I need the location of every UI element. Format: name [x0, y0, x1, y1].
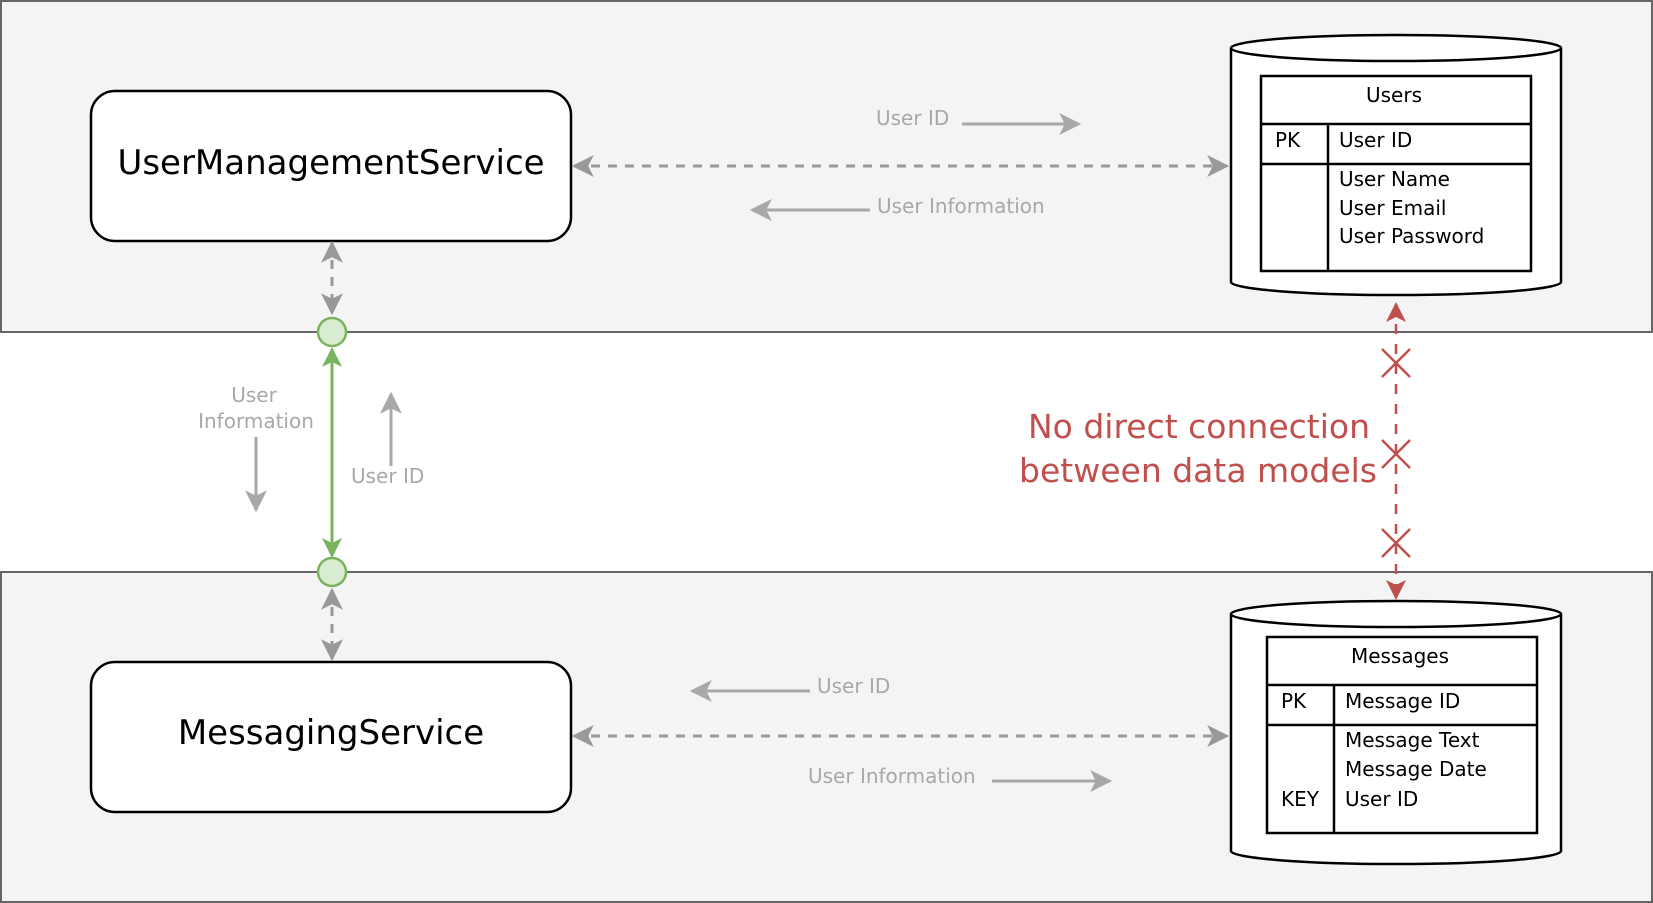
messages-database: Messages PK Message ID Message Text Mess…: [1229, 599, 1563, 866]
messages-key-label: KEY: [1281, 787, 1320, 811]
users-field: User Name: [1339, 167, 1450, 191]
users-database: Users PK User ID User Name User Email Us…: [1229, 33, 1563, 297]
top-user-id-label: User ID: [876, 106, 949, 130]
top-user-information-label: User Information: [877, 194, 1045, 218]
messaging-service-label: MessagingService: [178, 713, 484, 753]
messages-field: Message Text: [1345, 728, 1480, 752]
users-pk-field: User ID: [1339, 128, 1412, 152]
bottom-user-information-label: User Information: [808, 764, 976, 788]
blocked-x-icon: [1381, 528, 1411, 558]
user-management-service-label: UserManagementService: [117, 143, 544, 183]
messages-field: User ID: [1345, 787, 1418, 811]
warning-line-2: between data models: [1019, 451, 1377, 490]
mid-user-information-label-line1: User: [231, 383, 277, 407]
users-pk-label: PK: [1275, 128, 1301, 152]
user-service-api-node: [316, 316, 348, 348]
blocked-x-icon: [1381, 439, 1411, 469]
bottom-user-id-label: User ID: [817, 674, 890, 698]
messages-pk-field: Message ID: [1345, 689, 1460, 713]
mid-user-id-label: User ID: [351, 464, 424, 488]
blocked-x-icon: [1381, 348, 1411, 378]
messaging-service-api-node: [316, 556, 348, 588]
messaging-service-box: [89, 660, 573, 814]
warning-line-1: No direct connection: [1028, 407, 1370, 446]
users-table-title: Users: [1366, 83, 1422, 107]
messages-table-title: Messages: [1351, 644, 1449, 668]
messages-pk-label: PK: [1281, 689, 1307, 713]
users-field: User Password: [1339, 224, 1484, 248]
messages-field: Message Date: [1345, 757, 1487, 781]
users-field: User Email: [1339, 196, 1446, 220]
mid-user-information-label-line2: Information: [198, 409, 314, 433]
